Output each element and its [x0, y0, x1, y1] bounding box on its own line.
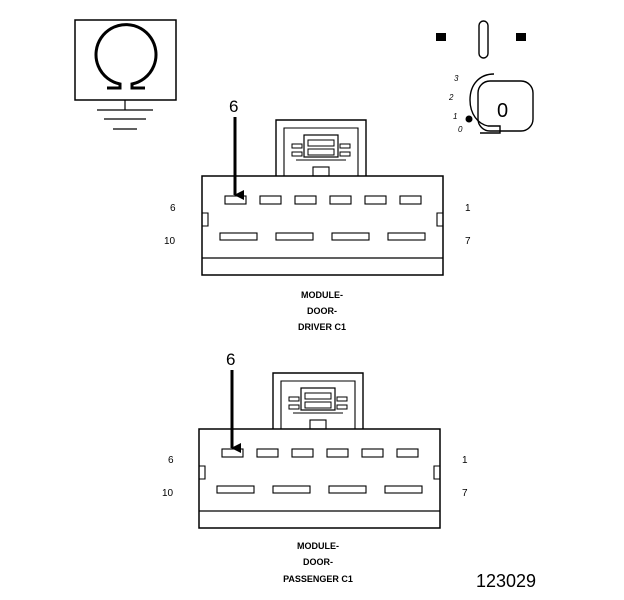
pin-row-bottom [219, 232, 426, 241]
connector-label-line-3: PASSENGER C1 [283, 574, 353, 584]
connector-label-line-3: DRIVER C1 [298, 322, 346, 332]
pin-row-bottom [216, 485, 423, 494]
ignition-position-1: 1 [453, 112, 457, 121]
callout-pin-number: 6 [226, 350, 235, 369]
pin-label-bottom-left: 10 [164, 236, 176, 247]
pin-row-top [221, 448, 419, 458]
ignition-position-0: 0 [458, 125, 463, 134]
pin-label-bottom-right: 7 [465, 236, 471, 247]
connector-driver-c1: 6 1 10 7 6 MODULE- DOOR- DRIVER C1 [164, 97, 471, 332]
ignition-key-icon: 3 2 1 0 0 [436, 20, 534, 134]
callout-pin-number: 6 [229, 97, 238, 116]
figure-number: 123029 [476, 571, 536, 591]
pin-label-top-right: 1 [462, 455, 468, 466]
connector-label-line-2: DOOR- [307, 306, 337, 316]
ignition-key-value: 0 [497, 100, 508, 122]
omega-icon [94, 23, 158, 90]
ignition-position-3: 3 [454, 74, 459, 83]
connector-label-line-1: MODULE- [297, 541, 339, 551]
ignition-position-2: 2 [448, 93, 454, 102]
connector-label-line-1: MODULE- [301, 290, 343, 300]
connector-latch [275, 119, 367, 177]
ohmmeter-ground-icon [74, 19, 177, 130]
pin-label-top-right: 1 [465, 203, 471, 214]
connector-latch [272, 372, 364, 430]
pin-row-top [224, 195, 422, 205]
connector-passenger-c1: 6 1 10 7 6 MODULE- DOOR- PASSENGER C1 [162, 350, 468, 584]
pin-label-bottom-left: 10 [162, 488, 174, 499]
pin-label-bottom-right: 7 [462, 488, 468, 499]
pin-label-top-left: 6 [168, 455, 174, 466]
connector-label-line-2: DOOR- [303, 557, 333, 567]
pin-label-top-left: 6 [170, 203, 176, 214]
